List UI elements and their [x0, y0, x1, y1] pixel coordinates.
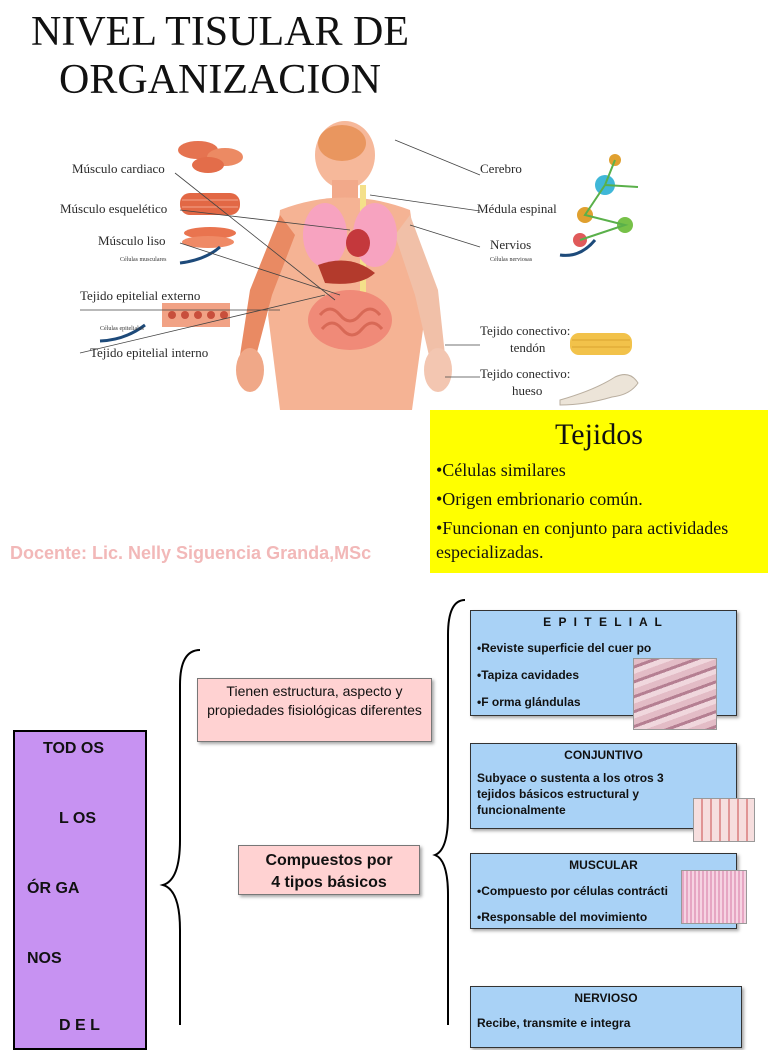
label-epithelial-ext: Tejido epitelial externo [80, 288, 200, 303]
tejidos-item: •Funcionan en conjunto para actividades … [436, 518, 729, 562]
tejidos-item: •Células similares [436, 460, 566, 480]
label-muscle-cells: Células musculares [120, 257, 167, 263]
todos-line: TOD OS [43, 740, 105, 757]
epitelial-title: E P I T E L I A L [543, 615, 664, 629]
tejidos-box: Tejidos •Células similares •Origen embri… [430, 410, 768, 573]
label-smooth: Músculo liso [98, 233, 166, 248]
todos-line: D E L [59, 1017, 100, 1034]
compuestos-line-2: 4 tipos básicos [271, 874, 387, 891]
muscular-item: •Compuesto por células contrácti [477, 884, 668, 898]
conjuntivo-text: Subyace o sustenta a los otros 3 tejidos… [477, 771, 664, 817]
tejidos-item: •Origen embrionario común. [436, 489, 643, 509]
right-brace [432, 599, 466, 1025]
muscular-title: MUSCULAR [569, 858, 638, 872]
compuestos-line-1: Compuestos por [265, 852, 393, 869]
muscular-item: •Responsable del movimiento [477, 910, 648, 924]
conjuntivo-box: CONJUNTIVO Subyace o sustenta a los otro… [470, 743, 755, 842]
nervioso-box: NERVIOSO Recibe, transmite e integra [470, 986, 742, 1048]
title-line-2: ORGANIZACION [59, 57, 381, 103]
muscular-box: MUSCULAR •Compuesto por células contráct… [470, 853, 747, 929]
human-body-illustration: Músculo cardiaco Músculo esquelético Mús… [60, 121, 639, 410]
smooth-muscle-image [179, 227, 236, 265]
tendon-image [570, 333, 632, 355]
label-epithelial-cells: Células epiteliales [100, 326, 144, 332]
body-figure [236, 121, 452, 410]
label-conn-tendon-2: tendón [510, 340, 546, 355]
todos-line: ÓR GA [27, 880, 80, 897]
label-conn-tendon-1: Tejido conectivo: [480, 323, 570, 338]
tejidos-list: •Células similares •Origen embrionario c… [430, 458, 768, 564]
left-brace [159, 649, 201, 1025]
bone-image [559, 374, 639, 406]
epitelial-item: •Reviste superficie del cuer po [477, 641, 652, 655]
label-conn-bone-2: hueso [512, 383, 542, 398]
epitelial-tissue-image [633, 658, 717, 730]
label-spinal-cord: Médula espinal [477, 201, 557, 216]
skeletal-muscle-image [180, 193, 240, 215]
todos-line: NOS [27, 950, 62, 967]
epitelial-item: •F orma glándulas [477, 695, 581, 709]
conjuntivo-title: CONJUNTIVO [564, 748, 643, 762]
nervioso-title: NERVIOSO [574, 991, 638, 1005]
muscular-tissue-image [681, 870, 747, 924]
label-epithelial-int: Tejido epitelial interno [90, 345, 208, 360]
estructura-note: Tienen estructura, aspecto y propiedades… [197, 678, 432, 742]
label-nerve-cells: Células nerviosas [490, 257, 533, 263]
compuestos-note: Compuestos por 4 tipos básicos [238, 845, 420, 895]
title-line-1: NIVEL TISULAR DE [31, 9, 409, 55]
nervioso-text: Recibe, transmite e integra [477, 1016, 631, 1030]
label-cardiac: Músculo cardiaco [72, 161, 165, 176]
epithelial-tissue-image [99, 303, 230, 343]
label-brain: Cerebro [480, 161, 522, 176]
conjuntivo-tissue-image [693, 798, 755, 842]
page-title: NIVEL TISULAR DE ORGANIZACION [0, 8, 440, 104]
nerve-cells-image [559, 154, 639, 257]
label-conn-bone-1: Tejido conectivo: [480, 366, 570, 381]
label-skeletal: Músculo esquelético [60, 201, 167, 216]
cardiac-muscle-image [178, 141, 243, 173]
epitelial-box: E P I T E L I A L •Reviste superficie de… [470, 610, 737, 730]
todos-los-organos-box: TOD OS L OS ÓR GA NOS D E L [13, 730, 147, 1050]
docente-credit: Docente: Lic. Nelly Siguencia Granda,MSc [10, 543, 372, 563]
label-nerves: Nervios [490, 237, 531, 252]
tejidos-title: Tejidos [555, 418, 643, 451]
epitelial-item: •Tapiza cavidades [477, 668, 580, 682]
todos-line: L OS [59, 810, 97, 827]
